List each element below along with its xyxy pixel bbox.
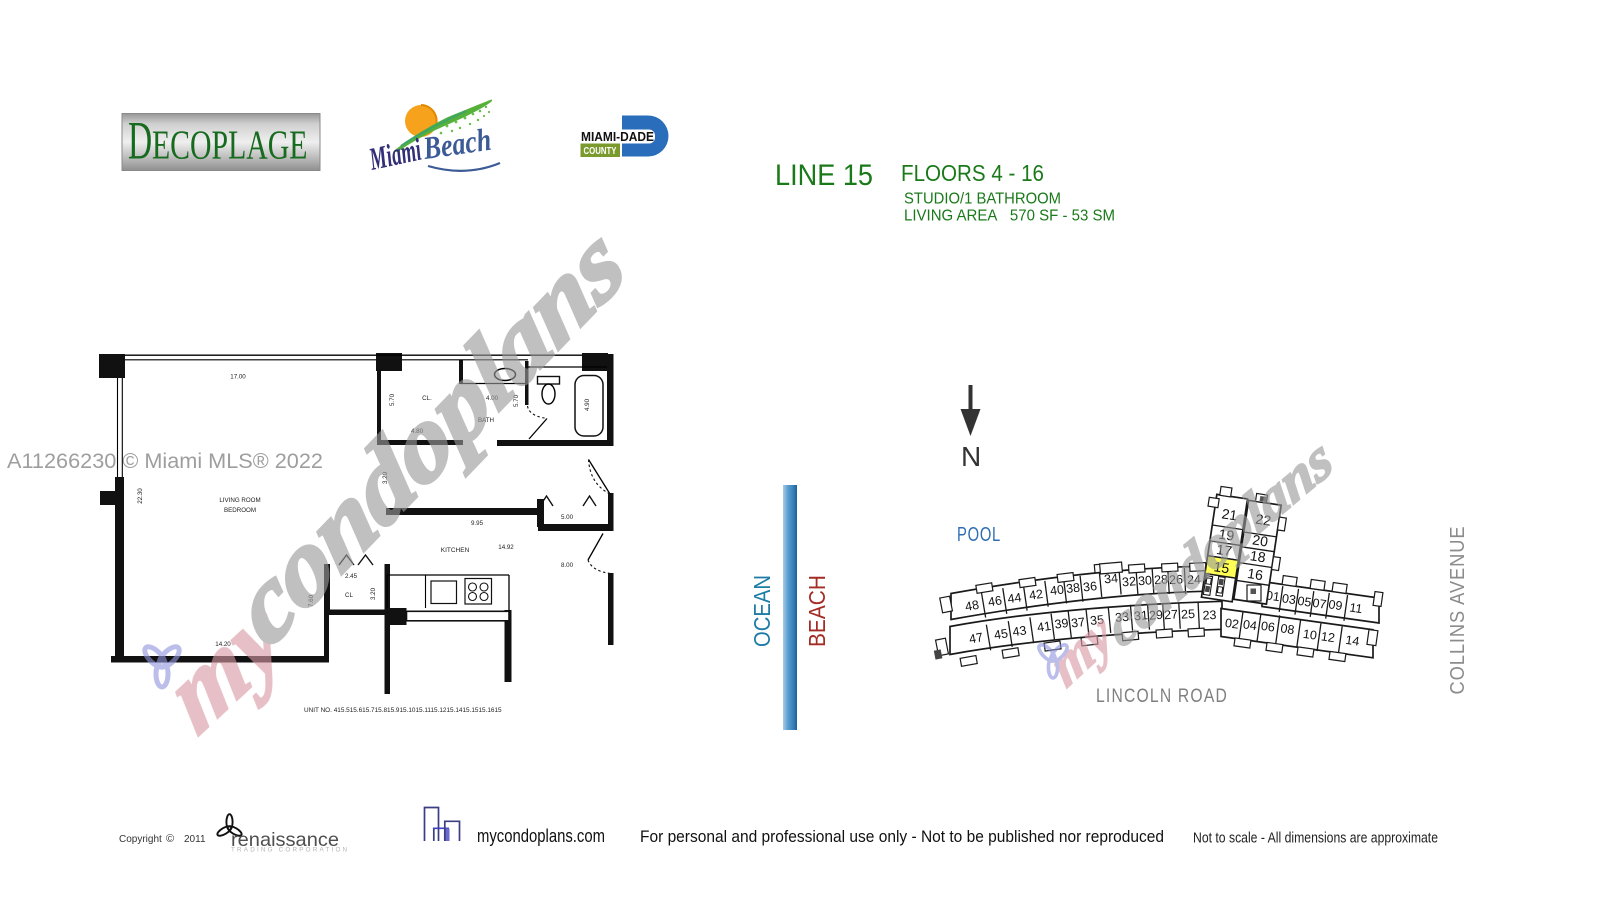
svg-text:BEACH: BEACH (804, 575, 830, 647)
svg-text:25: 25 (1181, 607, 1196, 622)
svg-text:12: 12 (1320, 629, 1336, 645)
svg-text:19: 19 (1218, 526, 1236, 544)
svg-text:FLOORS 4 - 16: FLOORS 4 - 16 (901, 160, 1044, 186)
svg-text:8.00: 8.00 (561, 562, 574, 569)
svg-text:10: 10 (1302, 627, 1318, 643)
svg-text:29: 29 (1149, 608, 1164, 623)
svg-text:18: 18 (1249, 547, 1267, 565)
svg-text:44: 44 (1007, 590, 1023, 606)
svg-text:47: 47 (968, 630, 984, 646)
svg-text:22: 22 (1254, 511, 1272, 529)
svg-text:17.00: 17.00 (230, 374, 246, 381)
svg-text:24: 24 (1187, 573, 1202, 588)
svg-text:CL.: CL. (422, 395, 432, 402)
svg-text:For personal and professional: For personal and professional use only -… (640, 827, 1164, 846)
svg-text:26: 26 (1169, 572, 1184, 587)
svg-text:2011: 2011 (184, 834, 206, 845)
svg-text:42: 42 (1028, 587, 1044, 603)
svg-text:LIVING AREA 570 SF - 53 SM: LIVING AREA 570 SF - 53 SM (904, 208, 1115, 225)
svg-text:35: 35 (1089, 613, 1104, 628)
svg-text:01: 01 (1265, 588, 1281, 604)
svg-text:mycondoplans.com: mycondoplans.com (477, 826, 605, 846)
svg-text:11: 11 (1349, 600, 1364, 616)
svg-text:A11266230 © Miami MLS® 2022: A11266230 © Miami MLS® 2022 (7, 449, 323, 473)
svg-text:23: 23 (1202, 608, 1217, 623)
svg-text:14.92: 14.92 (498, 544, 514, 551)
svg-text:MIAMI-DADE: MIAMI-DADE (581, 130, 654, 144)
svg-text:COUNTY: COUNTY (584, 145, 617, 157)
svg-text:38: 38 (1065, 581, 1080, 596)
svg-text:7.60: 7.60 (308, 594, 315, 607)
svg-text:OCEAN: OCEAN (749, 575, 775, 647)
svg-text:LINCOLN ROAD: LINCOLN ROAD (1096, 685, 1228, 707)
svg-text:04: 04 (1242, 617, 1258, 633)
svg-text:33: 33 (1114, 610, 1129, 625)
svg-text:5.70: 5.70 (513, 394, 520, 407)
svg-text:45: 45 (993, 626, 1009, 642)
svg-text:40: 40 (1049, 582, 1065, 598)
svg-text:39: 39 (1054, 616, 1070, 632)
svg-text:COLLINS AVENUE: COLLINS AVENUE (1447, 526, 1469, 695)
svg-text:©: © (166, 833, 174, 845)
svg-text:Copyright: Copyright (119, 834, 162, 845)
svg-text:14.20: 14.20 (215, 641, 231, 648)
svg-text:4.00: 4.00 (486, 395, 499, 402)
svg-text:4.80: 4.80 (411, 428, 424, 435)
svg-text:22.30: 22.30 (137, 488, 144, 504)
svg-text:09: 09 (1328, 597, 1344, 613)
svg-text:16: 16 (1246, 565, 1264, 583)
svg-text:27: 27 (1164, 607, 1179, 622)
svg-text:30: 30 (1138, 573, 1153, 588)
svg-text:34: 34 (1103, 571, 1118, 586)
svg-text:21: 21 (1221, 505, 1239, 523)
svg-text:07: 07 (1312, 596, 1328, 612)
svg-text:Miami: Miami (365, 131, 424, 177)
svg-text:4.90: 4.90 (584, 398, 591, 411)
svg-text:UNIT NO. 415.515.615.715.815.9: UNIT NO. 415.515.615.715.815.915.1015.11… (304, 707, 502, 714)
svg-text:STUDIO/1 BATHROOM: STUDIO/1 BATHROOM (904, 191, 1061, 208)
svg-text:05: 05 (1297, 594, 1313, 610)
svg-text:03: 03 (1281, 591, 1297, 607)
svg-text:48: 48 (964, 598, 980, 614)
svg-text:5.00: 5.00 (561, 514, 574, 521)
svg-text:14: 14 (1345, 633, 1361, 649)
svg-text:06: 06 (1260, 619, 1276, 635)
svg-text:LIVING ROOM: LIVING ROOM (219, 497, 260, 504)
svg-text:20: 20 (1251, 531, 1269, 549)
svg-text:32: 32 (1122, 574, 1137, 589)
svg-text:D: D (128, 110, 152, 170)
svg-text:BEDROOM: BEDROOM (224, 507, 256, 514)
svg-text:POOL: POOL (957, 524, 1001, 546)
svg-text:3.20: 3.20 (382, 471, 389, 484)
svg-text:KITCHEN: KITCHEN (441, 547, 470, 554)
svg-text:37: 37 (1070, 615, 1085, 630)
svg-text:15: 15 (1213, 558, 1231, 576)
svg-text:17: 17 (1215, 541, 1233, 559)
svg-text:3.20: 3.20 (370, 587, 377, 600)
svg-text:CL: CL (345, 592, 353, 599)
svg-text:08: 08 (1280, 621, 1296, 637)
svg-text:31: 31 (1134, 608, 1149, 623)
svg-text:N: N (961, 441, 981, 472)
svg-text:TRADING CORPORATION: TRADING CORPORATION (231, 847, 349, 854)
svg-text:46: 46 (987, 593, 1003, 609)
svg-text:LINE 15: LINE 15 (775, 159, 873, 192)
svg-text:02: 02 (1224, 616, 1240, 632)
svg-text:renaissance: renaissance (231, 829, 339, 851)
svg-text:28: 28 (1154, 572, 1169, 587)
svg-text:36: 36 (1082, 579, 1097, 594)
svg-text:41: 41 (1036, 619, 1052, 635)
svg-text:5.70: 5.70 (389, 393, 396, 406)
svg-text:BATH: BATH (478, 417, 494, 424)
svg-text:43: 43 (1012, 623, 1028, 639)
svg-text:Not to scale - All dimensions: Not to scale - All dimensions are approx… (1193, 831, 1438, 847)
svg-text:9.95: 9.95 (471, 520, 484, 527)
svg-text:ECOPLAGE: ECOPLAGE (152, 122, 307, 168)
svg-text:2.45: 2.45 (345, 573, 358, 580)
